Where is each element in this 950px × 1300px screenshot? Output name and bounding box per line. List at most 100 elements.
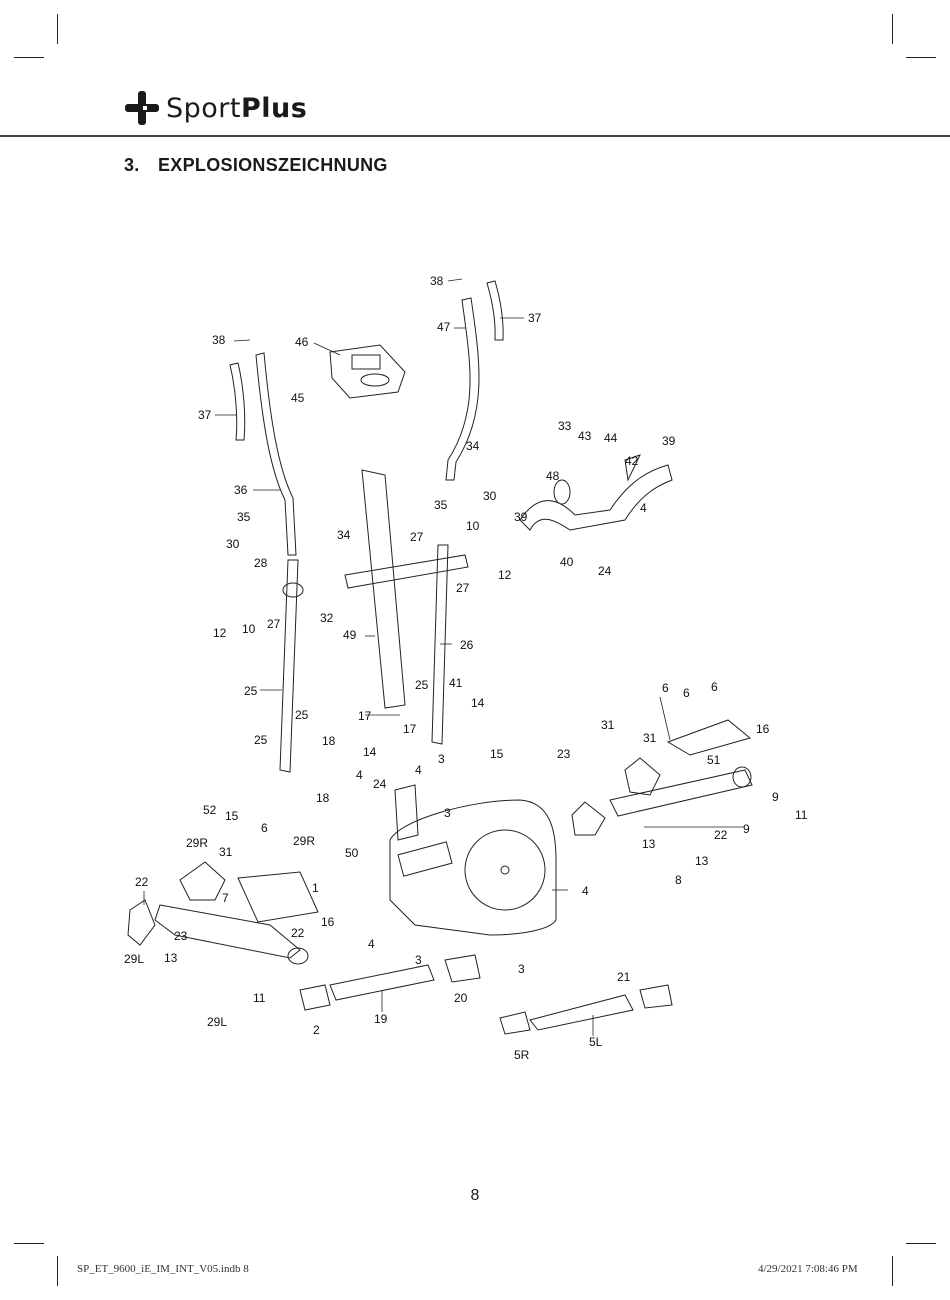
brand-name-bold: Plus [240,92,308,124]
part-29R-right-cover [624,757,661,796]
part-label-39: 39 [662,434,676,448]
part-22-left-roller [287,947,309,965]
part-label-38: 38 [430,274,444,288]
part-label-12: 12 [213,626,227,640]
part-label-31: 31 [643,731,657,745]
part-label-8: 8 [675,873,682,887]
crop-mark-top-left-h [14,57,44,58]
part-5R-end-cap [639,984,673,1009]
part-29L-right-cover [571,801,606,836]
part-32-center-post [361,469,406,709]
part-label-37: 37 [198,408,212,422]
part-label-26: 26 [460,638,474,652]
part-label-34: 34 [337,528,351,542]
part-label-1: 1 [312,881,319,895]
part-label-11: 11 [253,991,266,1005]
part-label-22: 22 [714,828,728,842]
part-label-10: 10 [242,622,256,636]
part-label-4: 4 [640,501,647,515]
part-39-static-handlebar [519,464,673,531]
part-label-33: 33 [558,419,572,433]
part-label-13: 13 [642,837,656,851]
part-label-4: 4 [415,763,422,777]
part-label-25: 25 [254,733,268,747]
pivot-axle [344,554,469,589]
part-label-11: 11 [795,808,808,822]
part-label-51: 51 [707,753,721,767]
part-label-30: 30 [483,489,497,503]
part-label-44: 44 [604,431,618,445]
diagram-parts [127,280,753,1035]
part-label-4: 4 [368,937,375,951]
plus-cross-logo-icon [125,91,159,125]
part-label-9: 9 [772,790,779,804]
part-label-3: 3 [415,953,422,967]
part-52-upright [394,784,419,841]
part-2-rear-stabilizer [529,994,634,1031]
part-50-right-pedal [666,719,752,756]
part-label-5R: 5R [514,1048,530,1062]
part-label-27: 27 [456,581,470,595]
part-label-27: 27 [267,617,281,631]
part-1-main-frame [389,799,557,936]
part-label-9: 9 [743,822,750,836]
part-label-24: 24 [598,564,612,578]
crop-mark-top-left-v [57,14,58,44]
part-22-right-roller [732,766,752,788]
header-rule [0,135,950,137]
brand-name-light: Sport [166,92,241,124]
part-label-12: 12 [498,568,512,582]
part-label-31: 31 [219,845,233,859]
page-number: 8 [470,1187,480,1204]
part-label-3: 3 [518,962,525,976]
part-label-30: 30 [226,537,240,551]
part-label-31: 31 [601,718,615,732]
part-label-6: 6 [261,821,268,835]
part-label-48: 48 [546,469,560,483]
part-7-left-pedal [237,871,319,923]
part-19-end-cap [299,984,331,1011]
part-label-2: 2 [313,1023,320,1037]
brand-name: SportPlus [166,93,307,124]
part-label-15: 15 [225,809,239,823]
part-48-pulse-sensor [553,479,571,505]
part-label-13: 13 [164,951,178,965]
part-21-end-cap [444,954,481,983]
crop-mark-top-right-v [892,14,893,44]
part-label-20: 20 [454,991,468,1005]
leader-lines [143,278,744,1036]
section-heading: 3.EXPLOSIONSZEICHNUNG [124,155,388,176]
flywheel [464,829,546,911]
part-20-front-stabilizer [329,964,435,1001]
part-label-25: 25 [244,684,258,698]
part-label-38: 38 [212,333,226,347]
part-37-right-grip [486,280,504,341]
part-label-35: 35 [434,498,448,512]
crop-mark-bottom-right-h [906,1243,936,1244]
part-47-right-handlebar [445,297,480,481]
part-label-52: 52 [203,803,217,817]
part-label-6: 6 [662,681,669,695]
part-5L-end-cap [499,1011,531,1035]
part-label-45: 45 [291,391,305,405]
footer-file-info: SP_ET_9600_iE_IM_INT_V05.indb 8 [77,1263,249,1275]
part-label-16: 16 [756,722,770,736]
part-51-right-pedal-arm [609,769,753,817]
part-label-47: 47 [437,320,451,334]
part-label-28: 28 [254,556,268,570]
part-label-15: 15 [490,747,504,761]
part-label-14: 14 [363,745,377,759]
part-label-6: 6 [711,680,718,694]
part-29L-left-cover [127,899,156,946]
section-title: EXPLOSIONSZEICHNUNG [158,155,388,175]
part-label-29R: 29R [293,834,315,848]
part-label-7: 7 [222,891,229,905]
part-label-41: 41 [449,676,463,690]
part-label-27: 27 [410,530,424,544]
part-label-10: 10 [466,519,480,533]
part-label-23: 23 [174,929,188,943]
part-label-4: 4 [582,884,589,898]
part-label-18: 18 [322,734,336,748]
